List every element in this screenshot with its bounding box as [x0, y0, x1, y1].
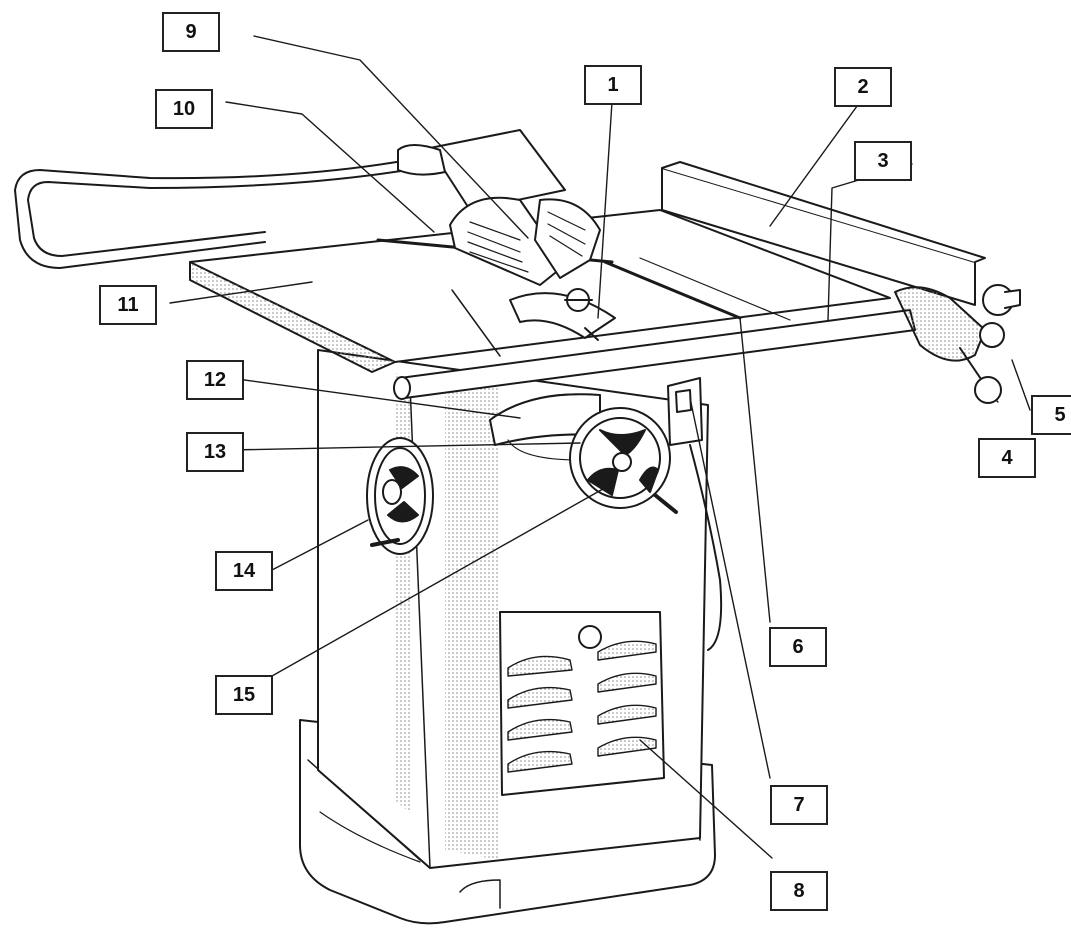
callout-5: 5 — [1031, 395, 1071, 435]
callout-12: 12 — [186, 360, 244, 400]
blade-height-handwheel — [366, 437, 434, 555]
blade-tilt-handwheel — [569, 407, 678, 514]
callout-8: 8 — [770, 871, 828, 911]
power-switch — [667, 377, 723, 651]
callout-2: 2 — [834, 67, 892, 107]
leader-lines — [169, 35, 1031, 859]
callout-11: 11 — [99, 285, 157, 325]
blade-guard — [429, 129, 601, 286]
callout-10: 10 — [155, 89, 213, 129]
callout-1: 1 — [584, 65, 642, 105]
callout-3: 3 — [854, 141, 912, 181]
callout-13: 13 — [186, 432, 244, 472]
callout-14: 14 — [215, 551, 273, 591]
callout-7: 7 — [770, 785, 828, 825]
callout-4: 4 — [978, 438, 1036, 478]
callout-15: 15 — [215, 675, 273, 715]
callout-9: 9 — [162, 12, 220, 52]
rip-fence — [661, 161, 1021, 404]
miter-gauge — [509, 288, 616, 341]
guard-support-arm — [14, 144, 446, 269]
bevel-scale — [489, 393, 601, 461]
callout-6: 6 — [769, 627, 827, 667]
